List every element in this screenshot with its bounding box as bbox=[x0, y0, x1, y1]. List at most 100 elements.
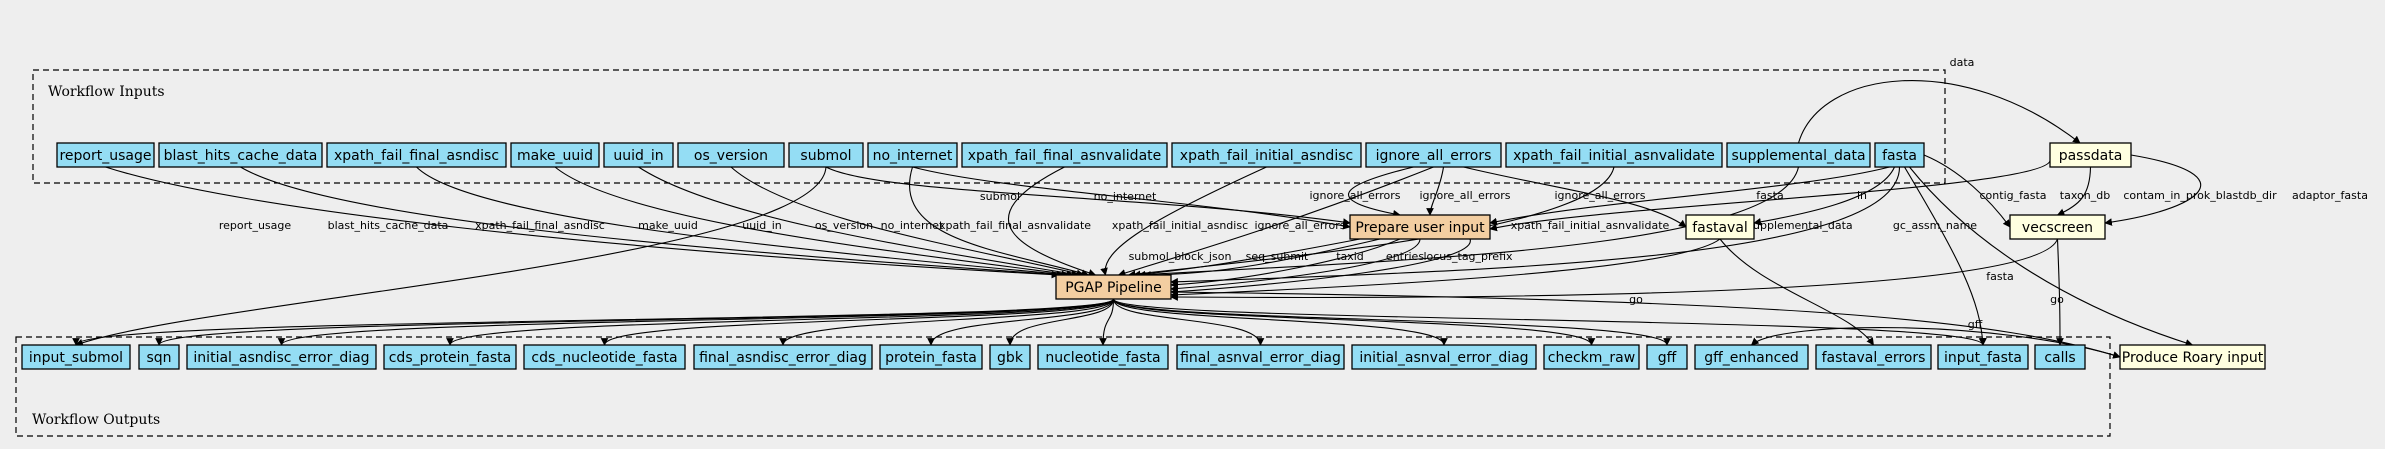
node-label-input-submol: input_submol bbox=[29, 350, 123, 366]
node-label-os-version: os_version bbox=[694, 148, 768, 164]
node-cds-protein-fasta[interactable]: cds_protein_fasta bbox=[383, 344, 517, 370]
node-box-fastaval-errors bbox=[1815, 344, 1932, 370]
node-label-final-asndisc-error-diag: final_asndisc_error_diag bbox=[699, 350, 867, 366]
node-xpath-fail-final-asndisc[interactable]: xpath_fail_final_asndisc bbox=[326, 142, 507, 168]
node-xpath-fail-initial-asnvalidate[interactable]: xpath_fail_initial_asnvalidate bbox=[1505, 142, 1723, 168]
node-fastaval-errors[interactable]: fastaval_errors bbox=[1815, 344, 1932, 370]
node-sqn[interactable]: sqn bbox=[138, 344, 180, 370]
node-cds-nucleotide-fasta[interactable]: cds_nucleotide_fasta bbox=[523, 344, 686, 370]
node-box-final-asnval-error-diag bbox=[1176, 344, 1345, 370]
node-fastaval[interactable]: fastaval bbox=[1685, 214, 1755, 240]
node-supplemental-data[interactable]: supplemental_data bbox=[1726, 142, 1871, 168]
node-label-gff: gff bbox=[1658, 350, 1677, 366]
node-box-xpath-fail-initial-asnvalidate bbox=[1505, 142, 1723, 168]
node-box-fastaval bbox=[1685, 214, 1755, 240]
edge-pgap-to-initial-asnval-error-diag bbox=[1112, 298, 1448, 346]
edge-label-e-make-uuid: make_uuid bbox=[638, 219, 698, 232]
edge-pgap-to-gbk bbox=[1006, 298, 1115, 346]
node-gff[interactable]: gff bbox=[1646, 344, 1688, 370]
edge-e-xffad bbox=[416, 166, 1070, 279]
node-submol[interactable]: submol bbox=[788, 142, 864, 168]
node-nucleotide-fasta[interactable]: nucleotide_fasta bbox=[1037, 344, 1169, 370]
edge-label-e-vec-pgap: go bbox=[2050, 293, 2064, 306]
node-pgap[interactable]: PGAP Pipeline bbox=[1055, 274, 1172, 300]
node-label-final-asnval-error-diag: final_asnval_error_diag bbox=[1180, 350, 1341, 366]
node-label-passdata: passdata bbox=[2059, 148, 2123, 164]
edge-e-supp-pgap bbox=[1137, 166, 1800, 279]
node-vecscreen[interactable]: vecscreen bbox=[2009, 214, 2106, 240]
node-xpath-fail-initial-asndisc[interactable]: xpath_fail_initial_asndisc bbox=[1171, 142, 1362, 168]
edge-label-e-prep-pgap5: locus_tag_prefix bbox=[1423, 250, 1513, 263]
node-label-nucleotide-fasta: nucleotide_fasta bbox=[1045, 350, 1160, 366]
node-blast-hits-cache-data[interactable]: blast_hits_cache_data bbox=[158, 142, 323, 168]
edge-pgap-to-protein-fasta bbox=[927, 298, 1115, 346]
node-label-report-usage: report_usage bbox=[59, 148, 151, 164]
edge-pgap-to-cds-protein-fasta bbox=[446, 298, 1115, 346]
node-box-xpath-fail-initial-asndisc bbox=[1171, 142, 1362, 168]
node-label-gbk: gbk bbox=[997, 350, 1024, 366]
node-gff-enhanced[interactable]: gff_enhanced bbox=[1694, 344, 1809, 370]
edge-label-e-fasta-fastaval: in bbox=[1857, 189, 1867, 202]
node-calls[interactable]: calls bbox=[2034, 344, 2086, 370]
edge-e-os-version bbox=[730, 166, 1085, 278]
node-xpath-fail-final-asnvalidate[interactable]: xpath_fail_final_asnvalidate bbox=[961, 142, 1168, 168]
node-label-calls: calls bbox=[2044, 350, 2075, 366]
node-box-gbk bbox=[989, 344, 1031, 370]
node-label-fasta: fasta bbox=[1882, 148, 1917, 164]
node-label-input-fasta: input_fasta bbox=[1944, 350, 2022, 366]
node-gbk[interactable]: gbk bbox=[989, 344, 1031, 370]
edge-e-pgap-roary bbox=[1170, 291, 2121, 359]
node-box-fasta bbox=[1874, 142, 1925, 168]
node-make-uuid[interactable]: make_uuid bbox=[510, 142, 600, 168]
edge-label-e-xfiad: xpath_fail_initial_asndisc bbox=[1112, 219, 1248, 232]
edge-e-vec-pgap bbox=[1170, 238, 2059, 301]
edge-e-report-usage bbox=[105, 166, 1060, 279]
node-no-internet[interactable]: no_internet bbox=[867, 142, 958, 168]
node-final-asndisc-error-diag[interactable]: final_asndisc_error_diag bbox=[693, 344, 873, 370]
edge-e-vec-calls bbox=[2056, 238, 2064, 346]
edge-pgap-to-cds-nucleotide-fasta bbox=[600, 298, 1115, 346]
node-label-cds-protein-fasta: cds_protein_fasta bbox=[389, 350, 512, 366]
edge-label-e-prep-pgap2: seq_submit bbox=[1246, 250, 1309, 263]
node-box-report-usage bbox=[56, 142, 155, 168]
workflow-inputs-label: Workflow Inputs bbox=[48, 84, 165, 100]
node-box-protein-fasta bbox=[879, 344, 983, 370]
node-os-version[interactable]: os_version bbox=[677, 142, 785, 168]
node-label-pgap: PGAP Pipeline bbox=[1065, 280, 1162, 296]
node-uuid-in[interactable]: uuid_in bbox=[603, 142, 674, 168]
node-box-blast-hits-cache-data bbox=[158, 142, 323, 168]
node-fasta[interactable]: fasta bbox=[1874, 142, 1925, 168]
node-label-supplemental-data: supplemental_data bbox=[1731, 148, 1865, 164]
node-box-sqn bbox=[138, 344, 180, 370]
node-box-checkm-raw bbox=[1543, 344, 1640, 370]
edge-label-e-nointernet-prep: no_internet bbox=[1094, 190, 1157, 203]
node-label-protein-fasta: protein_fasta bbox=[885, 350, 977, 366]
edge-e-prep-pgap1 bbox=[1132, 238, 1361, 279]
node-initial-asndisc-error-diag[interactable]: initial_asndisc_error_diag bbox=[186, 344, 377, 370]
node-report-usage[interactable]: report_usage bbox=[56, 142, 155, 168]
edge-e-iae-prep2 bbox=[1426, 166, 1445, 216]
node-input-submol[interactable]: input_submol bbox=[21, 344, 131, 370]
edge-label-e-iae-prep1: ignore_all_errors bbox=[1309, 189, 1400, 202]
node-protein-fasta[interactable]: protein_fasta bbox=[879, 344, 983, 370]
node-final-asnval-error-diag[interactable]: final_asnval_error_diag bbox=[1176, 344, 1345, 370]
edge-label-e-fasta-roary: fasta bbox=[1986, 270, 2013, 283]
node-initial-asnval-error-diag[interactable]: initial_asnval_error_diag bbox=[1351, 344, 1537, 370]
edge-e-nointernet-pgap bbox=[909, 166, 1090, 277]
edge-pgap-to-checkm-raw bbox=[1112, 298, 1596, 346]
node-passdata[interactable]: passdata bbox=[2049, 142, 2132, 168]
node-roary[interactable]: Produce Roary input bbox=[2119, 344, 2266, 370]
edge-label-e-nointernet-pgap: no_internet bbox=[881, 219, 944, 232]
node-input-fasta[interactable]: input_fasta bbox=[1937, 344, 2029, 370]
node-checkm-raw[interactable]: checkm_raw bbox=[1543, 344, 1640, 370]
node-label-fastaval: fastaval bbox=[1692, 220, 1748, 236]
node-ignore-all-errors[interactable]: ignore_all_errors bbox=[1365, 142, 1502, 168]
node-prepare[interactable]: Prepare user input bbox=[1349, 214, 1491, 240]
edge-label-e-xffad: xpath_fail_final_asndisc bbox=[475, 219, 605, 232]
edge-pgap-to-final-asndisc-error-diag bbox=[779, 298, 1115, 346]
node-box-nucleotide-fasta bbox=[1037, 344, 1169, 370]
workflow-outputs-label: Workflow Outputs bbox=[32, 412, 160, 428]
edge-e-fasta-pgap bbox=[1170, 166, 1901, 286]
